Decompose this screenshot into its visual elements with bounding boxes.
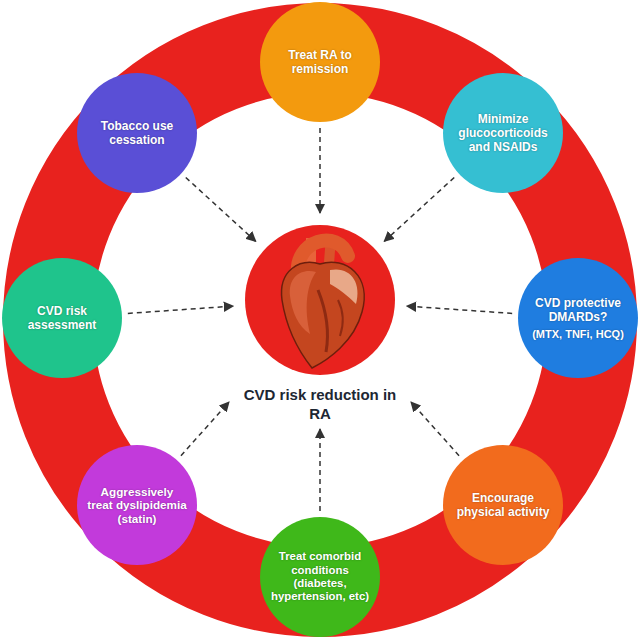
strategy-circle: Encourage physical activity [443,445,563,565]
center-node: CVD risk reduction in RA [220,225,420,423]
dashed-arrow [319,429,321,511]
strategy-circle: Aggressively treat dyslipidemia (statin) [77,445,197,565]
dashed-arrow [128,306,233,313]
dashed-arrow [319,128,321,213]
strategy-circle: CVD protective DMARDs? (MTX, TNFi, HCQ) [518,258,638,378]
strategy-circle: Minimize glucocorticoids and NSAIDs [443,73,563,193]
center-circle [245,225,395,375]
strategy-circle: Tobacco use cessation [77,73,197,193]
circle-text: CVD protective DMARDs? [528,296,628,324]
dashed-arrow [407,306,512,313]
dashed-arrow [384,177,454,241]
circle-text: Encourage physical activity [453,491,553,519]
red-ring [48,48,592,592]
circle-text: CVD risk assessment [12,304,112,332]
circle-text: Aggressively treat dyslipidemia (statin) [87,485,187,526]
circle-text: Minimize glucocorticoids and NSAIDs [453,112,553,154]
circle-text: Treat comorbid conditions (diabetes, hyp… [270,550,370,603]
strategy-circle: CVD risk assessment [2,258,122,378]
circle-text: Treat RA to remission [270,48,370,76]
circle-text: Tobacco use cessation [87,119,187,147]
circle-subtext: (MTX, TNFi, HCQ) [532,328,624,341]
center-label: CVD risk reduction in RA [235,385,405,423]
heart-illustration [282,236,365,368]
dashed-arrow [411,402,459,456]
dashed-arrow [181,402,229,456]
strategy-circle: Treat comorbid conditions (diabetes, hyp… [260,517,380,637]
strategy-circle: Treat RA to remission [260,2,380,122]
dashed-arrow [186,177,256,241]
